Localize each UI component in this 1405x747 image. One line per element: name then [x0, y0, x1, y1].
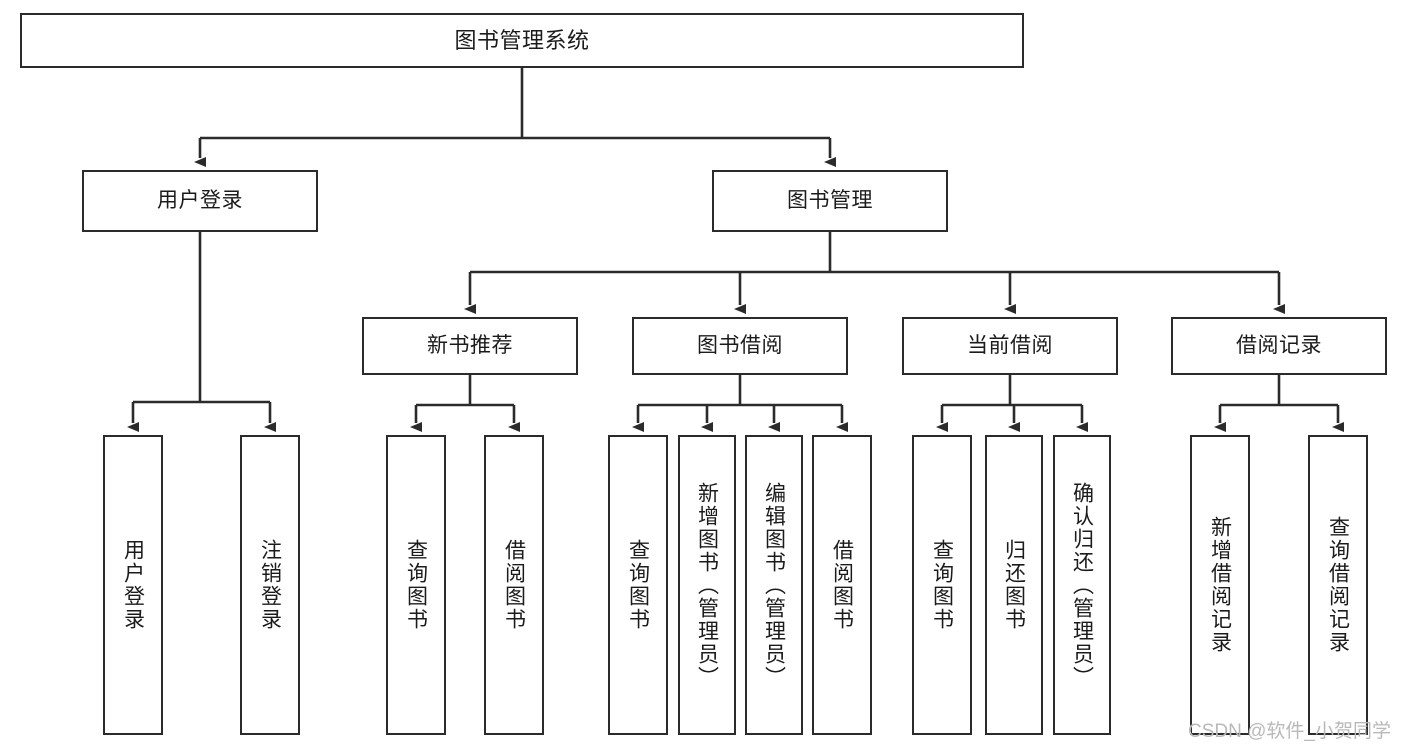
- node-label: 图书管理: [787, 188, 873, 212]
- node-current-borrow[interactable]: 当前借阅: [902, 317, 1118, 375]
- node-leaf-user-login[interactable]: 用户登录: [103, 435, 163, 735]
- node-label: 注销登录: [258, 539, 282, 631]
- node-leaf-query-book-3[interactable]: 查询图书: [912, 435, 972, 735]
- node-leaf-add-record[interactable]: 新增借阅记录: [1190, 435, 1250, 735]
- node-book-borrow[interactable]: 图书借阅: [632, 317, 848, 375]
- node-label: 图书管理系统: [454, 27, 590, 53]
- node-leaf-return-book[interactable]: 归还图书: [985, 435, 1043, 735]
- node-leaf-user-logout[interactable]: 注销登录: [240, 435, 300, 735]
- node-leaf-add-book[interactable]: 新增图书（管理员）: [678, 435, 736, 735]
- node-label: 编辑图书（管理员）: [762, 481, 786, 689]
- node-label: 新增图书（管理员）: [695, 481, 719, 689]
- node-label: 借阅记录: [1236, 333, 1322, 357]
- node-label: 借阅图书: [830, 539, 854, 631]
- node-label: 查询图书: [626, 539, 650, 631]
- node-label: 查询图书: [404, 539, 428, 631]
- node-new-book-recommend[interactable]: 新书推荐: [362, 317, 578, 375]
- node-label: 归还图书: [1002, 539, 1026, 631]
- node-root[interactable]: 图书管理系统: [20, 13, 1024, 68]
- node-label: 用户登录: [121, 539, 145, 631]
- node-label: 借阅图书: [502, 539, 526, 631]
- node-label: 新书推荐: [427, 333, 513, 357]
- watermark-text: CSDN @软件_小贺同学: [1188, 721, 1391, 742]
- node-label: 确认归还（管理员）: [1070, 481, 1094, 689]
- node-leaf-borrow-book-2[interactable]: 借阅图书: [812, 435, 872, 735]
- node-label: 查询图书: [930, 539, 954, 631]
- node-leaf-query-book-1[interactable]: 查询图书: [386, 435, 446, 735]
- node-leaf-borrow-book-1[interactable]: 借阅图书: [484, 435, 544, 735]
- node-leaf-edit-book[interactable]: 编辑图书（管理员）: [745, 435, 803, 735]
- node-label: 新增借阅记录: [1208, 516, 1232, 654]
- node-leaf-confirm-return[interactable]: 确认归还（管理员）: [1053, 435, 1111, 735]
- node-leaf-query-book-2[interactable]: 查询图书: [608, 435, 668, 735]
- node-label: 查询借阅记录: [1326, 516, 1350, 654]
- node-leaf-query-record[interactable]: 查询借阅记录: [1308, 435, 1368, 735]
- node-user-login[interactable]: 用户登录: [82, 170, 318, 232]
- node-label: 当前借阅: [967, 333, 1053, 357]
- node-label: 图书借阅: [697, 333, 783, 357]
- node-label: 用户登录: [157, 188, 243, 212]
- node-book-manage[interactable]: 图书管理: [712, 170, 948, 232]
- node-borrow-record[interactable]: 借阅记录: [1171, 317, 1387, 375]
